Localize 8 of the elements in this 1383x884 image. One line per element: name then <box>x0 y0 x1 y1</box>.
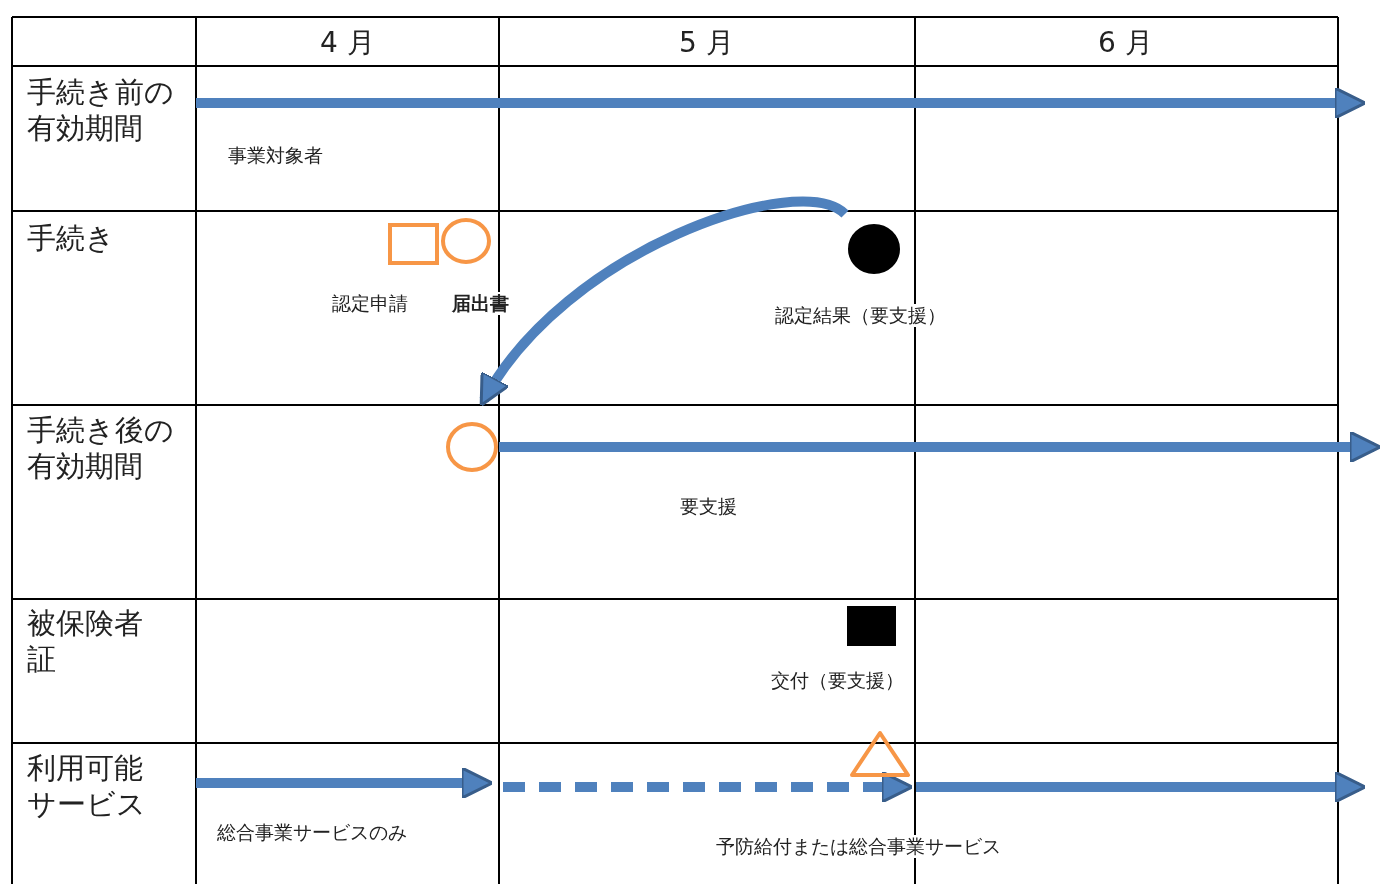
caption-text: 届出書 <box>452 292 509 315</box>
caption-text: 認定申請 <box>332 292 408 315</box>
note-text: 要支援 <box>680 495 737 518</box>
note-text: 予防給付または総合事業サービス <box>716 835 1001 858</box>
arrow <box>499 430 1382 464</box>
note-text: 総合事業サービスのみ <box>217 821 407 844</box>
note-text: 事業対象者 <box>228 144 323 167</box>
arrow <box>479 196 848 407</box>
